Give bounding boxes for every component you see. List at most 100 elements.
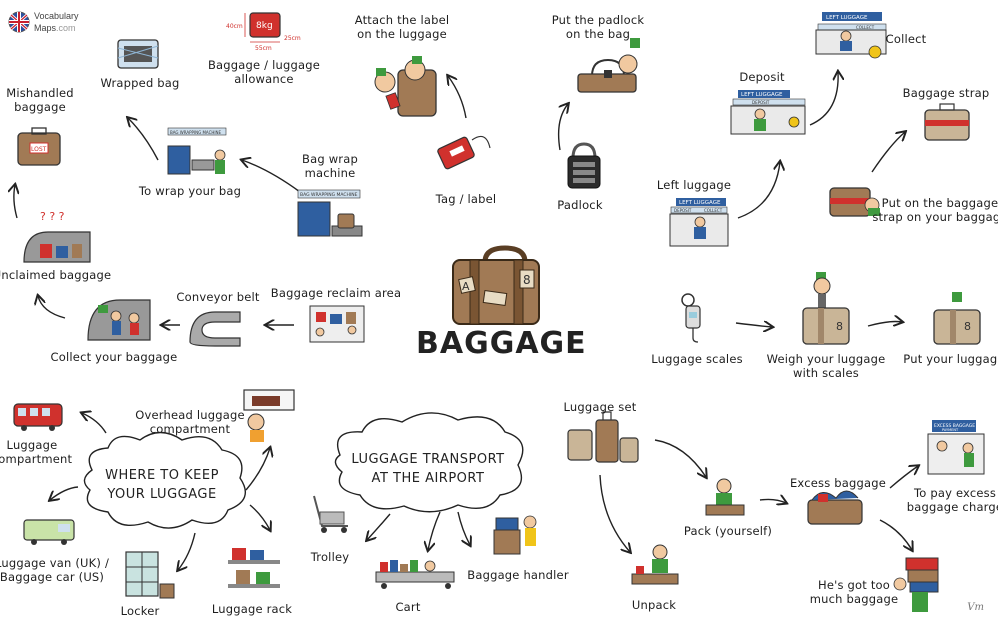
label-rack: Luggage rack xyxy=(211,602,293,616)
label-unclaimed: Unclaimed baggage xyxy=(0,268,112,282)
excess-sign: EXCESS BAGGAGE xyxy=(934,423,975,429)
label-compartment: Luggagecompartment xyxy=(0,438,73,466)
weigh-case-8: 8 xyxy=(836,320,843,333)
put-strap-illustration xyxy=(829,187,880,217)
to-wrap-sign: BAG WRAPPING MACHINE xyxy=(170,130,222,135)
label-reclaim: Baggage reclaim area xyxy=(270,286,402,300)
cloud-transport-line2: AT THE AIRPORT xyxy=(371,471,485,486)
collect-word: COLLECT xyxy=(856,25,875,30)
question-marks: ? ? ? xyxy=(40,210,65,223)
left-luggage-deposit: DEPOSIT xyxy=(674,208,692,213)
wrapped-bag-illustration xyxy=(117,39,159,69)
padlock-illustration xyxy=(567,142,601,189)
center-title: BAGGAGE xyxy=(416,326,587,361)
cloud-keep-line2: YOUR LUGGAGE xyxy=(107,487,217,502)
unpack-illustration xyxy=(631,544,679,585)
label-strap: Baggage strap xyxy=(902,86,990,100)
label-pack: Pack (yourself) xyxy=(683,524,773,538)
tag-label-illustration xyxy=(437,135,491,170)
label-put-luggage: Put your luggage xyxy=(903,352,998,366)
dim-width: 55cm xyxy=(255,45,272,52)
baggage-handler-illustration xyxy=(493,515,537,555)
label-collect: Collect xyxy=(885,32,927,46)
signature: Vm xyxy=(967,602,984,613)
label-van: Luggage van (UK) /Baggage car (US) xyxy=(0,556,110,584)
trolley-illustration xyxy=(313,495,348,533)
luggage-van-illustration xyxy=(23,519,75,545)
cloud-keep-line1: WHERE TO KEEP xyxy=(105,468,219,483)
luggage-rack-illustration xyxy=(228,548,280,588)
label-trolley: Trolley xyxy=(310,550,350,564)
label-deposit: Deposit xyxy=(739,70,785,84)
cloud-transport-line1: LUGGAGE TRANSPORT xyxy=(351,452,505,467)
logo-maps: Maps xyxy=(34,23,57,33)
luggage-set-illustration xyxy=(567,411,639,463)
logo-text-line2: Maps.com xyxy=(34,23,76,33)
label-conveyor: Conveyor belt xyxy=(176,290,260,304)
label-padlock: Padlock xyxy=(557,198,603,212)
cloud-luggage-transport xyxy=(334,412,524,513)
left-luggage-sign: LEFT LUGGAGE xyxy=(679,200,721,206)
label-scales: Luggage scales xyxy=(651,352,743,366)
conveyor-belt-illustration xyxy=(189,311,241,347)
label-cart: Cart xyxy=(395,600,421,614)
cloud-transport-text: LUGGAGE TRANSPORT AT THE AIRPORT xyxy=(351,450,504,488)
logo-dotcom: .com xyxy=(56,23,76,33)
mishandled-baggage-illustration: LOST xyxy=(17,127,61,166)
baggage-strap-illustration xyxy=(924,103,970,141)
put-case-8: 8 xyxy=(964,320,971,333)
left-luggage-collect: COLLECT xyxy=(704,208,723,213)
pack-illustration xyxy=(705,478,745,516)
overhead-compartment-illustration xyxy=(243,389,295,442)
cart-illustration xyxy=(375,560,455,589)
deposit-sign: LEFT LUGGAGE xyxy=(741,92,783,98)
pay-excess-illustration: EXCESS BAGGAGE PAYMENT xyxy=(927,420,985,475)
label-wrapped-bag: Wrapped bag xyxy=(100,76,180,90)
collect-sign: LEFT LUGGAGE xyxy=(826,15,868,21)
logo: Vocabulary Maps.com xyxy=(8,8,80,40)
collect-illustration: LEFT LUGGAGE COLLECT xyxy=(815,12,887,59)
attach-label-illustration xyxy=(374,56,437,117)
label-handler: Baggage handler xyxy=(467,568,569,582)
wrap-machine-sign: BAG WRAPPING MACHINE xyxy=(300,192,358,198)
uk-flag-icon xyxy=(8,11,30,33)
label-locker: Locker xyxy=(120,604,160,618)
left-luggage-illustration: LEFT LUGGAGE DEPOSIT COLLECT xyxy=(669,198,729,247)
unclaimed-baggage-illustration: ? ? ? xyxy=(23,210,91,263)
excess-baggage-illustration xyxy=(807,490,863,525)
dim-height: 40cm xyxy=(226,23,243,30)
luggage-compartment-illustration xyxy=(13,403,63,431)
too-much-baggage-illustration xyxy=(893,557,939,612)
logo-text-line1: Vocabulary xyxy=(34,11,79,21)
label-to-wrap: To wrap your bag xyxy=(138,184,242,198)
allowance-illustration: 8kg 40cm 25cm 55cm xyxy=(226,12,301,52)
deposit-word: DEPOSIT xyxy=(752,100,770,105)
label-collect-yours: Collect your baggage xyxy=(50,350,178,364)
label-unpack: Unpack xyxy=(631,598,677,612)
central-suitcase: A 8 xyxy=(452,245,540,325)
label-tag: Tag / label xyxy=(435,192,497,206)
put-luggage-illustration: 8 xyxy=(933,292,981,345)
case-sticker-8: 8 xyxy=(523,273,531,287)
excess-sub: PAYMENT xyxy=(942,428,959,432)
luggage-scales-illustration xyxy=(681,293,701,343)
lost-sticker: LOST xyxy=(31,146,47,153)
kg-label: 8kg xyxy=(256,21,273,31)
cloud-where-to-keep xyxy=(83,431,247,529)
dim-depth: 25cm xyxy=(284,35,301,42)
cloud-keep-text: WHERE TO KEEP YOUR LUGGAGE xyxy=(105,466,219,504)
put-padlock-illustration xyxy=(577,38,640,93)
case-sticker-a: A xyxy=(462,280,470,293)
collect-your-baggage-illustration xyxy=(87,299,151,341)
